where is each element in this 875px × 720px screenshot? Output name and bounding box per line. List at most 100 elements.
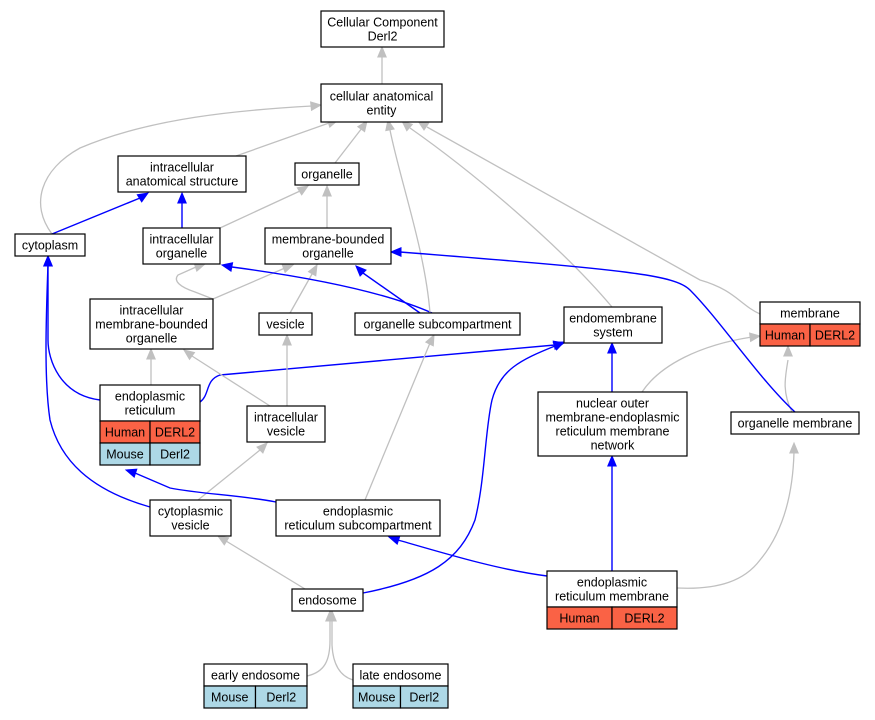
edge-imbo-to-io [175, 266, 214, 300]
edge-om-to-mbo [399, 251, 796, 413]
node-root-label-line: Derl2 [368, 30, 398, 44]
node-membrane-label-line: membrane [780, 307, 840, 321]
edge-ersub-to-er [134, 472, 277, 503]
edge-imbo-to-mbo-arrowhead [281, 264, 295, 274]
node-cv-label-line: cytoplasmic [158, 505, 223, 519]
edge-cytoplasm-to-ias [51, 197, 141, 235]
node-cv-box [149, 499, 232, 537]
node-vesicle[interactable]: vesicle [258, 312, 313, 336]
node-erm-human-cell-text: Human [559, 612, 599, 626]
node-er-label-line: endoplasmic [115, 390, 185, 404]
node-endo_sys-box [563, 306, 663, 344]
node-iv-box [246, 405, 326, 443]
node-ias-label-line: anatomical structure [126, 175, 239, 189]
edge-erm-to-ersub-arrowhead [387, 535, 401, 545]
node-endosome[interactable]: endosome [291, 588, 364, 612]
edge-io-to-organelle-arrowhead [296, 185, 310, 196]
node-erm-box [546, 570, 678, 608]
node-imbo-box [89, 298, 214, 350]
edge-io-to-ias-arrowhead [177, 191, 187, 204]
edge-cv-to-iv-arrowhead [256, 442, 268, 454]
node-om-box [730, 411, 860, 435]
node-organelle-box [294, 162, 360, 186]
node-cae-label-line: entity [367, 104, 398, 118]
node-endo_sys-label-line: endomembrane [569, 312, 657, 326]
node-mbo-box [264, 227, 392, 265]
edge-vesicle-to-mbo-arrowhead [307, 263, 318, 277]
node-ias-label-line: intracellular [150, 161, 214, 175]
node-iv-label-line: vesicle [267, 425, 305, 439]
node-endo_sys-label-line: system [593, 326, 633, 340]
node-membrane-human-cell-text: Human [765, 329, 805, 343]
edge-early-to-endosome [306, 620, 331, 677]
edge-cv-to-cytoplasm-arrowhead [43, 254, 53, 267]
edge-osub-to-mbo-arrowhead [355, 265, 367, 277]
node-endosome-label-line: endosome [298, 594, 356, 608]
node-iv-label-line: intracellular [254, 411, 318, 425]
edge-osub-to-io [231, 266, 433, 314]
node-osub[interactable]: organelle subcompartment [354, 312, 521, 336]
node-er-human-cell-text: Human [105, 426, 145, 440]
node-organelle[interactable]: organelle [294, 162, 360, 186]
node-erm-label-line: endoplasmic [577, 576, 647, 590]
node-vesicle-label-line: vesicle [266, 318, 304, 332]
edge-er-to-endo_sys [199, 344, 556, 403]
node-root-label-line: Cellular Component [327, 16, 438, 30]
edge-erm-to-om-arrowhead [789, 441, 799, 454]
node-cytoplasm-label-line: cytoplasm [22, 239, 78, 253]
node-late-label-line: late endosome [359, 669, 441, 683]
node-io-label-line: organelle [156, 247, 207, 261]
node-organelle-label-line: organelle [301, 168, 352, 182]
edge-endosome-to-cv-arrowhead [216, 535, 230, 546]
node-membrane-human-cell-text: DERL2 [815, 329, 855, 343]
edge-endosome-to-cv [225, 540, 306, 590]
node-er-human-cell-text: DERL2 [155, 426, 195, 440]
node-cytoplasm[interactable]: cytoplasm [14, 233, 86, 257]
edge-cv-to-cytoplasm [45, 263, 151, 508]
edge-endosome-to-endo_sys-arrowhead [552, 341, 566, 351]
edge-mbo-to-organelle-arrowhead [322, 184, 332, 197]
edge-io-to-organelle [219, 190, 301, 229]
node-erm-human-cell [611, 606, 678, 630]
node-ias-box [117, 155, 247, 193]
edge-ersub-to-osub [364, 342, 431, 501]
edge-iv-to-imbo-arrowhead [182, 349, 196, 361]
node-ersub-label-line: endoplasmic [323, 505, 393, 519]
node-om[interactable]: organelle membrane [730, 411, 860, 435]
node-endosome-box [291, 588, 364, 612]
node-membrane-human-cell [809, 323, 861, 347]
node-ersub-label-line: reticulum subcompartment [284, 519, 432, 533]
edge-ias-to-cae [235, 122, 330, 157]
node-vesicle-box [258, 312, 313, 336]
edges-layer [39, 45, 799, 681]
node-late-mouse-cell [399, 685, 449, 709]
node-om-label-line: organelle membrane [738, 417, 853, 431]
edge-cytoplasm-to-cae [39, 105, 313, 235]
node-nuc-label-line: nuclear outer [576, 397, 649, 411]
node-root-box [320, 10, 445, 48]
node-nuc-label-line: reticulum membrane [556, 425, 670, 439]
node-nuc[interactable]: nuclear outermembrane-endoplasmicreticul… [537, 391, 688, 457]
edge-cytoplasm-to-ias-arrowhead [136, 192, 150, 203]
edge-osub-to-cae-arrowhead [385, 118, 395, 132]
node-nuc-label-line: network [591, 439, 636, 453]
node-nuc-label-line: membrane-endoplasmic [545, 411, 679, 425]
node-late-mouse-cell-text: Derl2 [409, 691, 439, 705]
